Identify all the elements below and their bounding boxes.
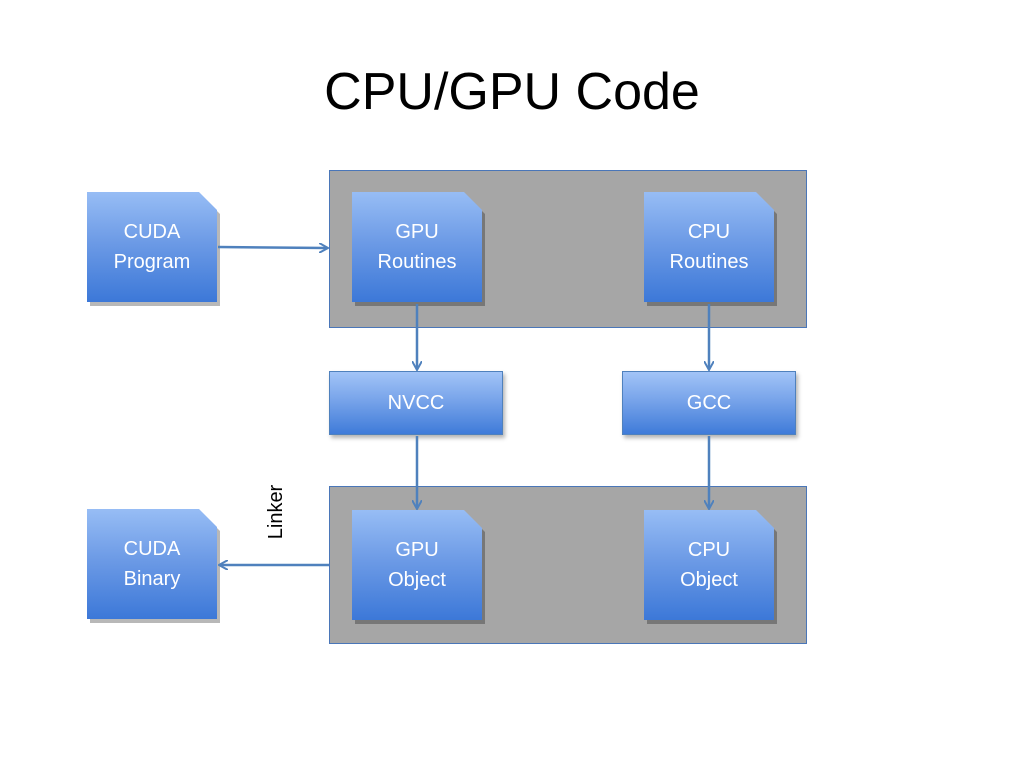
cuda-program-node: CUDA Program [87, 192, 217, 302]
node-label: Binary [123, 568, 181, 590]
node-label: Routines [377, 251, 457, 273]
arrow-program-to-source [217, 247, 327, 248]
gpu-object-node: GPU Object [352, 510, 482, 620]
nvcc-node: NVCC [329, 371, 503, 435]
node-label: CUDA [123, 221, 181, 243]
node-label: GPU [395, 221, 439, 243]
node-label: GPU [395, 539, 439, 561]
node-label: Routines [669, 251, 749, 273]
node-label: Object [680, 569, 738, 591]
cuda-binary-node: CUDA Binary [87, 509, 217, 619]
gpu-routines-node: GPU Routines [352, 192, 482, 302]
cpu-routines-node: CPU Routines [644, 192, 774, 302]
node-label: Object [388, 569, 446, 591]
page-title: CPU/GPU Code [324, 63, 700, 121]
node-label: Program [113, 251, 191, 273]
node-label: CPU [687, 539, 731, 561]
node-label: CUDA [123, 538, 181, 560]
node-label: CPU [687, 221, 731, 243]
gcc-node: GCC [622, 371, 796, 435]
cpu-object-node: CPU Object [644, 510, 774, 620]
linker-label: Linker [265, 484, 287, 540]
